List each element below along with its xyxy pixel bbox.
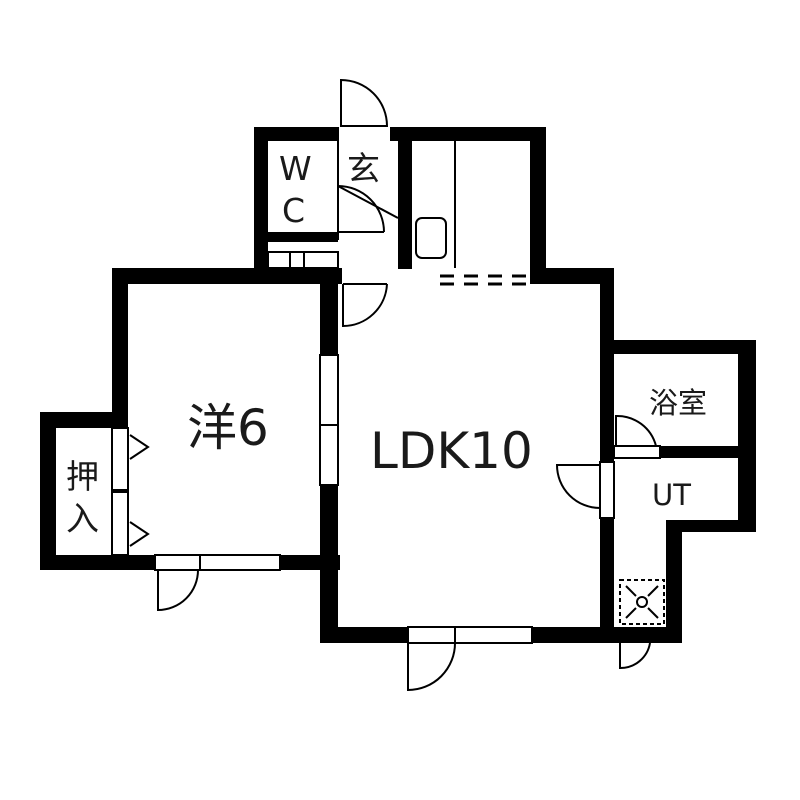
wall-ut-step <box>666 520 682 643</box>
wall-kitchen-right <box>530 127 546 269</box>
wall-bath-right <box>738 340 756 530</box>
window-ldk-bottom <box>407 626 533 644</box>
room-label-closet-2: 入 <box>66 499 99 538</box>
partition-opening-upper <box>319 354 339 426</box>
closet-door-upper <box>111 427 129 491</box>
bath-door-swing <box>615 414 657 447</box>
windows <box>111 126 661 644</box>
room-label-utility: UT <box>652 478 691 512</box>
washer-space <box>619 579 665 625</box>
room-label-entrance: 玄 <box>347 149 380 188</box>
rear-door-swing <box>619 642 651 670</box>
room-label-ldk: LDK10 <box>370 422 533 480</box>
doors <box>129 78 657 692</box>
front-door-swing <box>340 78 389 127</box>
wall-entrance-right <box>398 127 412 269</box>
wall-closet-left <box>40 412 56 570</box>
wall-ldk-bottom-right <box>532 627 614 643</box>
closet-door-lower <box>111 491 129 556</box>
wall-ldk-bottom-left <box>320 627 408 643</box>
wall-western-left <box>112 268 128 428</box>
wall-wc-top <box>254 127 339 141</box>
room-labels: LDK10 洋6 押 入 W C 玄 浴室 UT <box>66 149 707 538</box>
partition-opening-lower <box>319 424 339 486</box>
room-label-wc-2: C <box>282 191 305 230</box>
wall-ut-bottom-edge <box>600 627 682 643</box>
utility-door-swing <box>555 464 601 509</box>
wall-entrance-top <box>390 127 546 141</box>
wall-western-top <box>112 268 342 284</box>
room-label-bath: 浴室 <box>649 386 707 420</box>
wall-closet-bottom <box>40 555 155 570</box>
wall-ut-bottom <box>666 520 756 532</box>
kitchen-sink <box>415 217 447 259</box>
western-door-swing <box>157 569 199 612</box>
room-label-closet-1: 押 <box>66 457 99 496</box>
bath-doorway <box>613 445 661 459</box>
wc-door-swing <box>337 184 385 233</box>
wall-bath-top <box>600 340 756 354</box>
ldk-door-swing <box>342 283 388 328</box>
window-western-bottom <box>154 554 281 571</box>
utility-doorway <box>599 461 615 519</box>
room-label-wc-1: W <box>279 149 312 188</box>
wall-ldk-right <box>600 268 614 643</box>
wall-ldk-top-right <box>530 268 614 284</box>
walls <box>40 127 756 643</box>
ldk-bottom-door-swing <box>407 642 456 692</box>
room-label-western: 洋6 <box>187 399 269 457</box>
wall-wc-left <box>254 127 268 272</box>
wall-wc-bottom <box>268 232 338 242</box>
fixtures <box>337 141 665 625</box>
wall-closet-top <box>40 412 128 428</box>
